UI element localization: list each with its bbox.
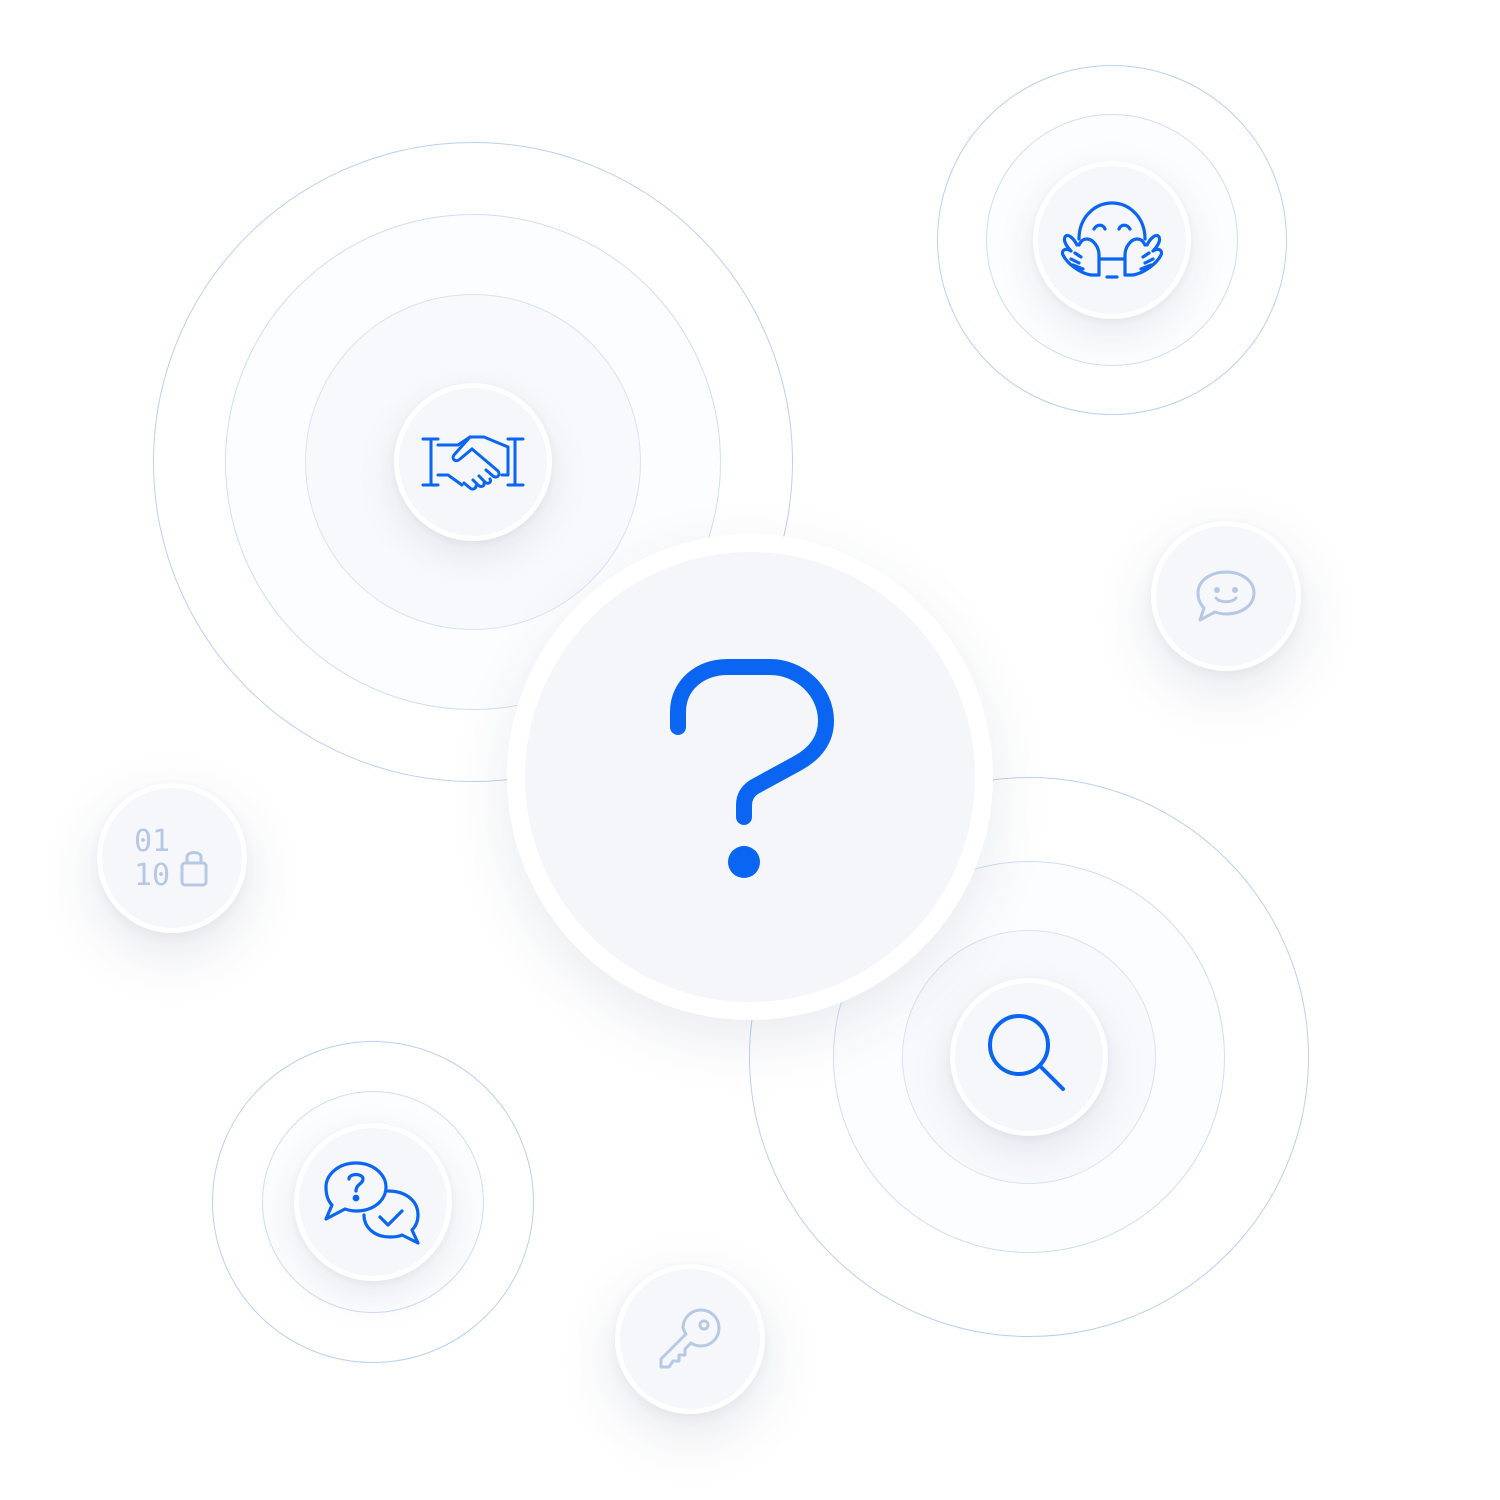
key-icon <box>659 1308 721 1369</box>
handshake-icon <box>421 435 525 491</box>
chat-bubble <box>1151 521 1301 671</box>
question-answer-chat-icon <box>324 1161 420 1245</box>
smiley-chat-icon <box>1196 570 1256 622</box>
handshake-bubble <box>394 383 552 541</box>
face-with-hands-icon <box>1060 201 1164 279</box>
binary-line-1: 01 <box>134 824 170 859</box>
question-bubble <box>507 534 993 1020</box>
face-bubble <box>1033 161 1191 319</box>
binary-lock-bubble: 01 10 <box>97 783 247 933</box>
binary-lock-icon: 01 10 <box>134 824 208 893</box>
search-bubble <box>950 978 1108 1136</box>
binary-line-2: 10 <box>134 858 170 893</box>
key-bubble <box>615 1264 765 1414</box>
magnifying-glass-icon <box>988 1014 1065 1091</box>
qa-bubble <box>294 1123 452 1281</box>
question-mark-icon <box>670 659 834 878</box>
